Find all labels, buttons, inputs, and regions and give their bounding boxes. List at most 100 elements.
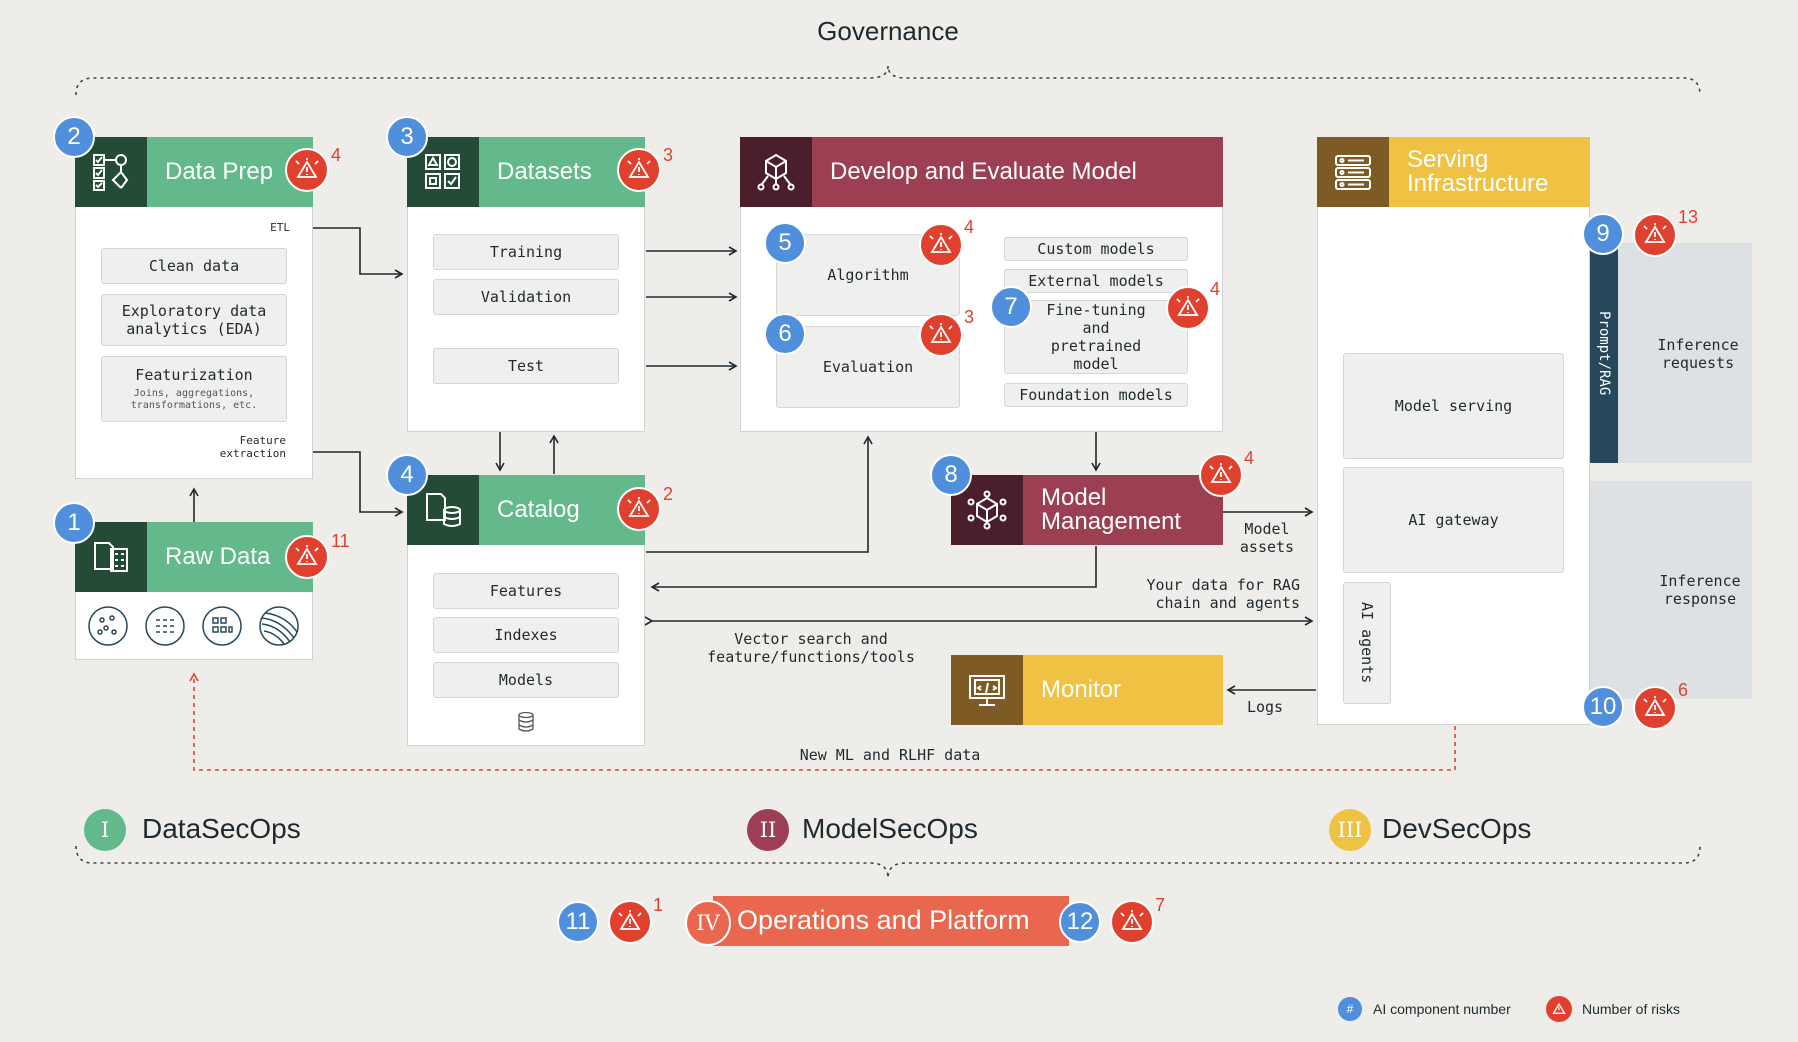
server-rack-icon xyxy=(1317,137,1389,207)
prompt-rag-label: Prompt/RAG xyxy=(1596,310,1612,396)
datasets-risk-icon xyxy=(617,148,661,192)
feature-extraction-label: Feature extraction xyxy=(219,434,286,461)
featurization-label: Featurization xyxy=(135,366,253,384)
training-item: Training xyxy=(433,234,619,270)
data-prep-risk-count: 4 xyxy=(331,145,342,165)
model-assets-label: Model assets xyxy=(1239,520,1295,556)
raw-data-risk-icon xyxy=(285,535,329,579)
platform-right-number: 12 xyxy=(1059,901,1101,943)
datasets-risk-count: 3 xyxy=(663,145,674,165)
eda-item: Exploratory data analytics (EDA) xyxy=(101,294,287,346)
develop-title: Develop and Evaluate Model xyxy=(830,158,1137,185)
datasecops-label: DataSecOps xyxy=(142,813,301,844)
platform-left-risk-icon xyxy=(608,900,652,944)
model-management-risk-count: 4 xyxy=(1244,448,1255,468)
modelsecops-label: ModelSecOps xyxy=(802,813,978,844)
platform-left-risk-count: 1 xyxy=(653,895,664,915)
external-models-item: External models xyxy=(1004,269,1188,293)
finetuning-risk-icon xyxy=(1166,286,1210,330)
catalog-title: Catalog xyxy=(497,496,580,523)
catalog-number: 4 xyxy=(386,454,428,496)
finetuning-item: Fine-tuning and pretrained model xyxy=(1004,300,1188,374)
catalog-header: Catalog xyxy=(407,475,645,545)
new-ml-label: New ML and RLHF data xyxy=(799,746,981,764)
vector-search-label: Vector search and feature/functions/tool… xyxy=(707,630,915,666)
model-management-number: 8 xyxy=(930,454,972,496)
monitor-header: Monitor xyxy=(951,655,1223,725)
algorithm-number: 5 xyxy=(764,222,806,264)
platform-left-number: 11 xyxy=(557,901,599,943)
model-management-title: Model Management xyxy=(1041,484,1182,535)
clean-data-item: Clean data xyxy=(101,248,287,284)
platform-right-risk-count: 7 xyxy=(1155,895,1166,915)
small-database-icon xyxy=(518,711,534,732)
finetuning-risk-count: 4 xyxy=(1210,279,1221,299)
legend-risk-icon xyxy=(1546,996,1572,1022)
model-management-header: Model Management xyxy=(951,475,1223,545)
inference-response-panel xyxy=(1590,481,1752,699)
test-item: Test xyxy=(433,348,619,384)
inference-response-risk-count: 6 xyxy=(1678,680,1689,700)
featurization-item: Featurization Joins, aggregations, trans… xyxy=(101,356,287,422)
platform-right-risk-icon xyxy=(1110,900,1154,944)
legend-component-badge: # xyxy=(1338,997,1362,1021)
raw-data-risk-count: 11 xyxy=(331,531,350,551)
arrow-feedback-loop xyxy=(189,672,1456,771)
features-item: Features xyxy=(433,573,619,609)
data-prep-header: Data Prep xyxy=(75,137,313,207)
serving-header: Serving Infrastructure xyxy=(1317,137,1590,207)
data-prep-title: Data Prep xyxy=(165,158,274,185)
model-management-risk-icon xyxy=(1199,453,1243,497)
cube-network-icon xyxy=(951,475,1023,545)
ops-brace xyxy=(75,845,1701,879)
evaluation-number: 6 xyxy=(764,313,806,355)
inference-response-number: 10 xyxy=(1582,686,1624,728)
validation-item: Validation xyxy=(433,279,619,315)
evaluation-risk-count: 3 xyxy=(964,307,975,327)
model-serving-box: Model serving xyxy=(1343,353,1564,459)
operations-platform-bar xyxy=(713,896,1069,946)
datasecops-badge: I xyxy=(84,809,126,851)
platform-badge: IV xyxy=(685,900,731,946)
algorithm-risk-count: 4 xyxy=(964,217,975,237)
model-network-icon xyxy=(740,137,812,207)
finetuning-number: 7 xyxy=(990,286,1032,328)
models-item: Models xyxy=(433,662,619,698)
serving-title: Serving Infrastructure xyxy=(1407,146,1549,197)
modelsecops-badge: II xyxy=(747,809,789,851)
foundation-models-item: Foundation models xyxy=(1004,383,1188,407)
prompt-rag-band: Prompt/RAG xyxy=(1590,243,1618,463)
etl-label: ETL xyxy=(270,221,290,234)
algorithm-risk-icon xyxy=(919,223,963,267)
devsecops-label: DevSecOps xyxy=(1382,813,1532,844)
catalog-risk-icon xyxy=(617,487,661,531)
legend-component-label: AI component number xyxy=(1373,1001,1511,1017)
develop-header: Develop and Evaluate Model xyxy=(740,137,1223,207)
custom-models-item: Custom models xyxy=(1004,237,1188,261)
indexes-item: Indexes xyxy=(433,617,619,653)
governance-title: Governance xyxy=(817,16,959,46)
arrow-etl-to-datasets xyxy=(312,227,404,279)
prompt-rag-risk-count: 13 xyxy=(1678,207,1699,227)
prompt-rag-risk-icon xyxy=(1633,213,1677,257)
datasets-number: 3 xyxy=(386,116,428,158)
ai-agents-box: AI agents xyxy=(1343,582,1391,704)
raw-data-header: Raw Data xyxy=(75,522,313,592)
raw-data-title: Raw Data xyxy=(165,543,271,570)
data-prep-number: 2 xyxy=(53,116,95,158)
evaluation-risk-icon xyxy=(919,313,963,357)
data-prep-risk-icon xyxy=(285,148,329,192)
monitor-screen-icon xyxy=(951,655,1023,725)
datasets-header: Datasets xyxy=(407,137,645,207)
rag-data-label: Your data for RAG chain and agents xyxy=(1146,576,1300,612)
datasets-title: Datasets xyxy=(497,158,592,185)
logs-label: Logs xyxy=(1246,698,1284,716)
arrow-catalog-to-develop xyxy=(646,435,873,553)
inference-response-label: Inference response xyxy=(1659,572,1741,608)
ai-agents-label: AI agents xyxy=(1358,602,1376,684)
prompt-rag-number: 9 xyxy=(1582,213,1624,255)
catalog-risk-count: 2 xyxy=(663,484,674,504)
data-type-icons xyxy=(88,606,299,646)
inference-requests-label: Inference requests xyxy=(1657,336,1739,372)
operations-platform-label: Operations and Platform xyxy=(737,905,1030,935)
